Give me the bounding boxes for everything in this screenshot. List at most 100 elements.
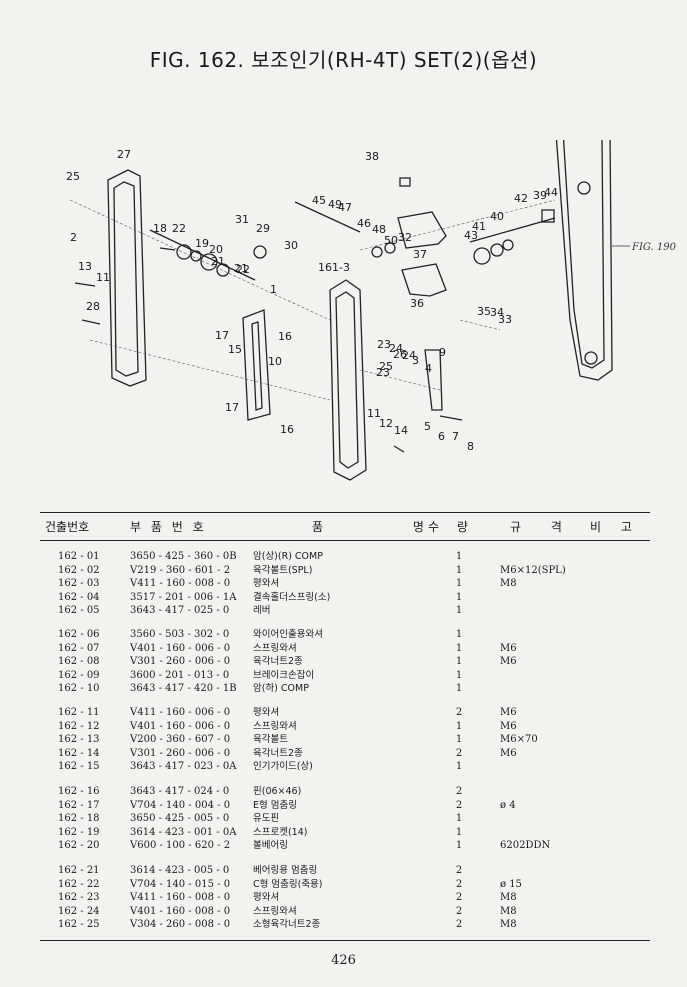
callout-label: 17: [215, 329, 229, 342]
part-ref-no: 162 - 21: [58, 865, 100, 876]
header-name: 품 명: [312, 520, 427, 534]
quantity: 1: [455, 826, 463, 838]
part-name: 핀(06×46): [253, 786, 302, 797]
part-name: E형 멈춤링: [253, 799, 297, 811]
quantity: 2: [455, 786, 463, 797]
part-number: 3643 - 417 - 024 - 0: [130, 786, 230, 797]
callout-label: 47: [338, 201, 352, 214]
part-name: 암(상)(R) COMP: [253, 551, 323, 562]
callout-label: 11: [96, 271, 110, 284]
part-number: V301 - 260 - 006 - 0: [130, 747, 231, 759]
part-number: V411 - 160 - 008 - 0: [130, 578, 231, 589]
part-number: 3643 - 417 - 420 - 1B: [130, 683, 237, 694]
part-name: C형 멈춤링(축용): [253, 878, 323, 890]
header-no: 건출번호: [45, 520, 90, 534]
callout-label: 42: [514, 192, 528, 205]
callout-label: 12: [379, 417, 393, 430]
part-name: 유도핀: [253, 813, 280, 824]
specification: M6×70: [500, 734, 538, 745]
callout-label: 24: [402, 349, 416, 362]
callout-label: 39: [533, 189, 547, 202]
specification: M6: [500, 656, 517, 667]
callout-label: 30: [284, 239, 298, 252]
callout-label: 16: [278, 330, 292, 343]
quantity: 1: [455, 591, 463, 603]
quantity: 1: [455, 840, 463, 851]
part-ref-no: 162 - 12: [58, 720, 100, 732]
part-name: 결속홀더스프링(소): [253, 591, 331, 603]
callout-label: 24: [389, 342, 403, 355]
part-ref-no: 162 - 07: [58, 642, 100, 654]
right-long-arm: [555, 140, 613, 381]
part-number: V304 - 260 - 008 - 0: [130, 919, 231, 930]
callout-label: 11: [367, 407, 381, 420]
callout-label: 50: [384, 234, 398, 247]
callout-label: 8: [467, 440, 474, 453]
quantity: 1: [455, 761, 463, 772]
callout-label: 40: [490, 210, 504, 223]
callout-label: 4: [425, 362, 432, 375]
part-ref-no: 162 - 01: [58, 551, 100, 562]
callout-label: 32: [398, 231, 412, 244]
part-name: 베어링용 멈춤링: [253, 865, 318, 876]
part-ref-no: 162 - 23: [58, 892, 100, 903]
part-number: V401 - 160 - 008 - 0: [130, 905, 231, 917]
quantity: 1: [455, 734, 463, 745]
part-number: 3650 - 425 - 005 - 0: [130, 813, 230, 824]
callout-label: 3: [412, 354, 419, 367]
part-name: 육각너트2종: [253, 747, 303, 759]
left-frame: [107, 169, 147, 387]
part-number: V704 - 140 - 015 - 0: [130, 878, 231, 890]
quantity: 1: [455, 720, 463, 732]
part-number: V301 - 260 - 006 - 0: [130, 656, 231, 667]
quantity: 2: [455, 878, 463, 890]
part-ref-no: 162 - 04: [58, 591, 100, 603]
quantity: 1: [455, 642, 463, 654]
callout-label: 23: [376, 366, 390, 379]
specification: M6: [500, 642, 517, 654]
quantity: 1: [455, 669, 463, 681]
part-name: 볼베어링: [253, 840, 288, 851]
part-number: V200 - 360 - 607 - 0: [130, 734, 231, 745]
part-ref-no: 162 - 20: [58, 840, 100, 851]
specification: ø 4: [500, 799, 516, 811]
header-part-no: 부 품 번 호: [130, 520, 207, 534]
specification: M8: [500, 578, 517, 589]
part-ref-no: 162 - 17: [58, 799, 100, 811]
part-number: 3517 - 201 - 006 - 1A: [130, 591, 237, 603]
callout-label: 28: [86, 300, 100, 313]
callout-label: 33: [498, 313, 512, 326]
part-name: 평와셔: [253, 892, 280, 903]
part-ref-no: 162 - 25: [58, 919, 100, 930]
callout-label: 27: [117, 148, 131, 161]
quantity: 2: [455, 799, 463, 811]
callout-label: 41: [472, 220, 486, 233]
quantity: 1: [455, 813, 463, 824]
table-bottom-rule: [40, 940, 650, 941]
quantity: 2: [455, 865, 463, 876]
callout-label: 161-3: [318, 261, 350, 274]
callout-label: 44: [544, 186, 558, 199]
center-arm: [329, 279, 367, 481]
part-name: 레버: [253, 605, 271, 616]
callout-label: 21: [211, 255, 225, 268]
part-name: 스프링와셔: [253, 905, 297, 917]
guide-plate: [242, 309, 271, 421]
callout-label: 25: [379, 360, 393, 373]
part-name: 평와셔: [253, 578, 280, 589]
specification: M8: [500, 905, 517, 917]
header-qty: 수 량: [428, 520, 471, 534]
part-name: 브레이크손잡이: [253, 669, 315, 681]
part-ref-no: 162 - 13: [58, 734, 100, 745]
